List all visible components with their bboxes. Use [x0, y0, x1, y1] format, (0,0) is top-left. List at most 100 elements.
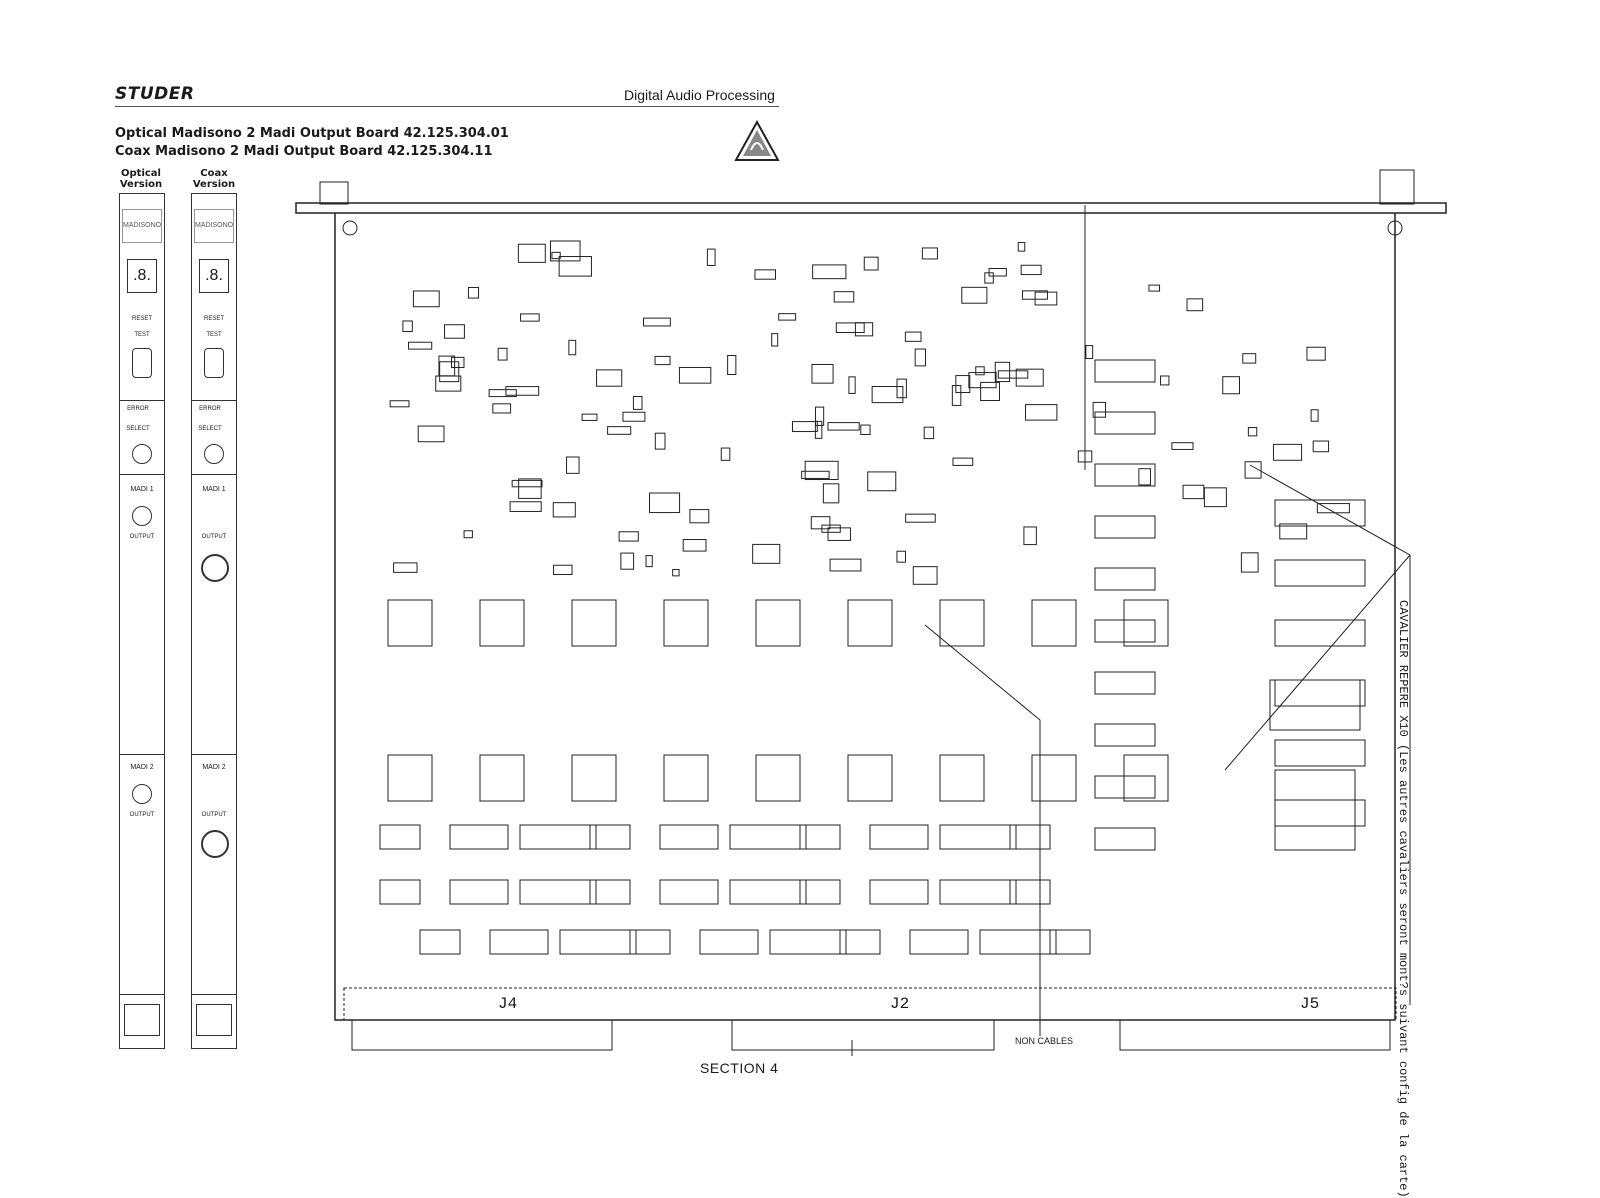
smd-footprint [975, 366, 985, 376]
panel-divider [120, 400, 164, 401]
smd-footprint [1182, 484, 1205, 500]
dip-footprint [1274, 499, 1366, 527]
select-button[interactable] [132, 444, 152, 464]
smd-footprint [1077, 450, 1093, 463]
dip-footprint [379, 879, 421, 905]
optical-version-heading: Optical Version [119, 168, 163, 190]
smd-footprint [752, 543, 781, 564]
dip-footprint [1094, 567, 1156, 591]
header-divider [115, 106, 779, 107]
dip-footprint [379, 824, 421, 850]
smd-footprint [814, 420, 823, 439]
connector-j4-body [351, 1019, 613, 1051]
dip-footprint [1094, 411, 1156, 435]
madi1-bnc-connector[interactable] [201, 554, 229, 582]
smd-footprint [1085, 345, 1094, 360]
smd-footprint [896, 378, 907, 399]
dip-footprint [799, 879, 841, 905]
smd-footprint [649, 492, 681, 514]
smd-footprint [451, 356, 465, 369]
smd-footprint [804, 460, 839, 481]
error-label: ERROR [199, 406, 221, 412]
smd-footprint [389, 400, 410, 408]
smd-footprint [988, 267, 1007, 277]
test-switch[interactable] [132, 348, 152, 378]
ic-footprint [387, 754, 433, 802]
panel-logo: MADISONO [122, 209, 162, 243]
dip-footprint [799, 824, 841, 850]
smd-footprint [961, 286, 988, 304]
madi2-optical-connector[interactable] [132, 784, 152, 804]
dip-footprint [869, 879, 929, 905]
dip-footprint [1274, 619, 1366, 647]
dip-footprint [629, 929, 671, 955]
ic-footprint [939, 599, 985, 647]
smd-footprint [689, 509, 710, 524]
smd-footprint [827, 527, 851, 541]
dip-footprint [589, 879, 631, 905]
smd-footprint [1017, 242, 1026, 252]
dip-footprint [1274, 799, 1366, 827]
smd-footprint [871, 386, 904, 404]
ic-footprint [755, 754, 801, 802]
ic-footprint [847, 754, 893, 802]
board-title-optical: Optical Madisono 2 Madi Output Board 42.… [115, 126, 509, 141]
smd-footprint [835, 322, 865, 334]
select-button[interactable] [204, 444, 224, 464]
select-label: SELECT [198, 426, 222, 432]
cavalier-leader [1224, 554, 1411, 771]
madi1-optical-connector[interactable] [132, 506, 152, 526]
smd-footprint [1242, 353, 1257, 364]
dip-footprint [1094, 359, 1156, 383]
panel-divider [192, 400, 236, 401]
smd-footprint [821, 524, 841, 533]
smd-footprint [642, 317, 671, 327]
smd-footprint [622, 411, 646, 422]
dip-footprint [1274, 679, 1366, 707]
smd-footprint [552, 502, 576, 518]
smd-footprint [791, 421, 818, 433]
smd-footprint [549, 240, 581, 262]
smd-footprint [553, 564, 573, 576]
smd-footprint [997, 370, 1029, 379]
test-label: TEST [134, 332, 150, 338]
smd-footprint [682, 539, 707, 552]
smd-footprint [1171, 442, 1194, 450]
pcb-layout-diagram [295, 169, 1447, 1056]
ic-footprint [755, 599, 801, 647]
error-label: ERROR [127, 406, 149, 412]
connector-j5-body [1119, 1019, 1391, 1051]
madi2-bnc-connector[interactable] [201, 830, 229, 858]
dip-footprint [1094, 619, 1156, 643]
panel-divider [192, 994, 236, 995]
dip-footprint [979, 929, 1057, 955]
coax-front-panel: MADISONO .8. RESET TEST ERROR SELECT MAD… [191, 193, 237, 1049]
non-cables-label: NON CABLES [1015, 1036, 1074, 1046]
smd-footprint [393, 562, 418, 573]
smd-footprint [867, 471, 897, 492]
ic-footprint [479, 599, 525, 647]
smd-footprint [467, 286, 480, 299]
smd-footprint [896, 550, 906, 563]
connector-j2-label: J2 [890, 995, 910, 1013]
madi1-label: MADI 1 [130, 486, 154, 493]
smd-footprint [654, 432, 666, 450]
smd-footprint [678, 366, 712, 384]
smd-footprint [921, 247, 938, 260]
smd-footprint [771, 333, 779, 347]
select-label: SELECT [126, 426, 150, 432]
smd-footprint [863, 256, 879, 271]
smd-footprint [607, 426, 632, 435]
esd-warning-icon [734, 120, 780, 161]
smd-footprint [1186, 298, 1204, 312]
smd-footprint [463, 530, 473, 539]
ic-footprint [387, 599, 433, 647]
test-switch[interactable] [204, 348, 224, 378]
smd-footprint [1023, 526, 1037, 546]
dip-footprint [1049, 929, 1091, 955]
smd-footprint [848, 376, 856, 394]
output-label: OUTPUT [201, 812, 227, 818]
smd-footprint [905, 513, 936, 523]
component-footprints [379, 240, 1366, 955]
dip-footprint [1094, 775, 1156, 799]
